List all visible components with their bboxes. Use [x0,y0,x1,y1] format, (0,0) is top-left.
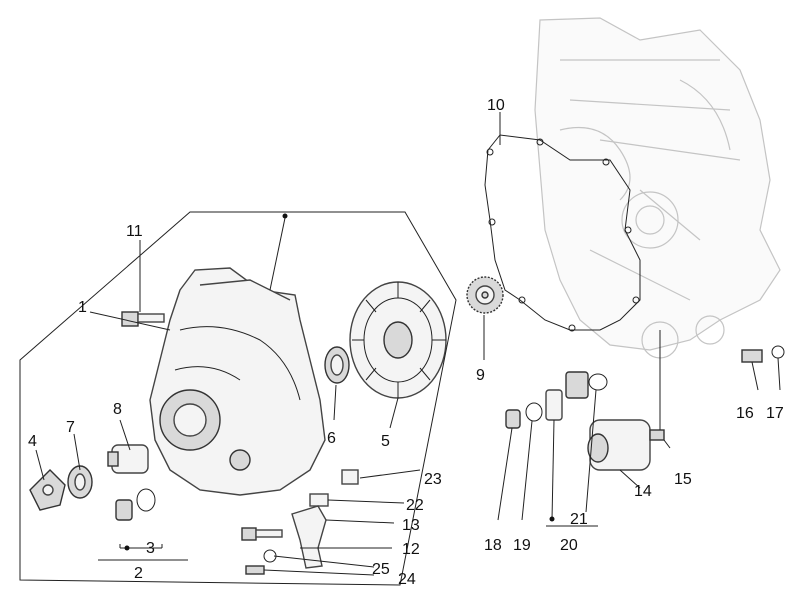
drain-plug-kit [115,488,156,521]
drive-gear [466,276,504,314]
callout-5: 5 [381,433,390,450]
gasket [484,134,641,331]
callout-11: 11 [126,223,143,240]
callout-25: 25 [372,561,390,578]
starter-motor [587,419,665,471]
callout-17: 17 [766,405,784,422]
callout-6: 6 [327,430,336,447]
callout-labels: 1 2 3 4 5 6 7 8 9 10 11 12 13 14 15 16 1… [28,97,784,588]
callout-13: 13 [402,517,420,534]
callout-3: 3 [146,540,155,557]
oil-filter-components [505,371,608,429]
callout-7: 7 [66,419,75,436]
callout-2: 2 [134,565,143,582]
callout-4: 4 [28,433,37,450]
callout-14: 14 [634,483,652,500]
small-fasteners [241,527,283,575]
pump-seal [67,465,93,499]
leader-lines [35,112,781,576]
retaining-clips [309,469,359,507]
callout-23: 23 [424,471,442,488]
pump-impeller [29,469,66,511]
engine-housing-ghost [534,17,781,359]
callout-20: 20 [560,537,578,554]
gasket-holes [486,138,640,332]
kit-marker-dots [124,213,555,551]
callout-12: 12 [402,541,420,558]
oil-seal [324,346,350,384]
callout-10: 10 [487,97,505,114]
pump-bearing [107,444,149,474]
callout-22: 22 [406,497,424,514]
flywheel-cover [149,267,326,496]
callout-1: 1 [78,299,87,316]
callout-8: 8 [113,401,122,418]
cooling-fan [349,281,447,399]
callout-24: 24 [398,571,416,588]
mounting-bracket [291,505,327,569]
callout-9: 9 [476,367,485,384]
callout-18: 18 [484,537,502,554]
kit-outline [19,211,457,586]
callout-16: 16 [736,405,754,422]
callout-21: 21 [570,511,588,528]
callout-19: 19 [513,537,531,554]
callout-15: 15 [674,471,692,488]
